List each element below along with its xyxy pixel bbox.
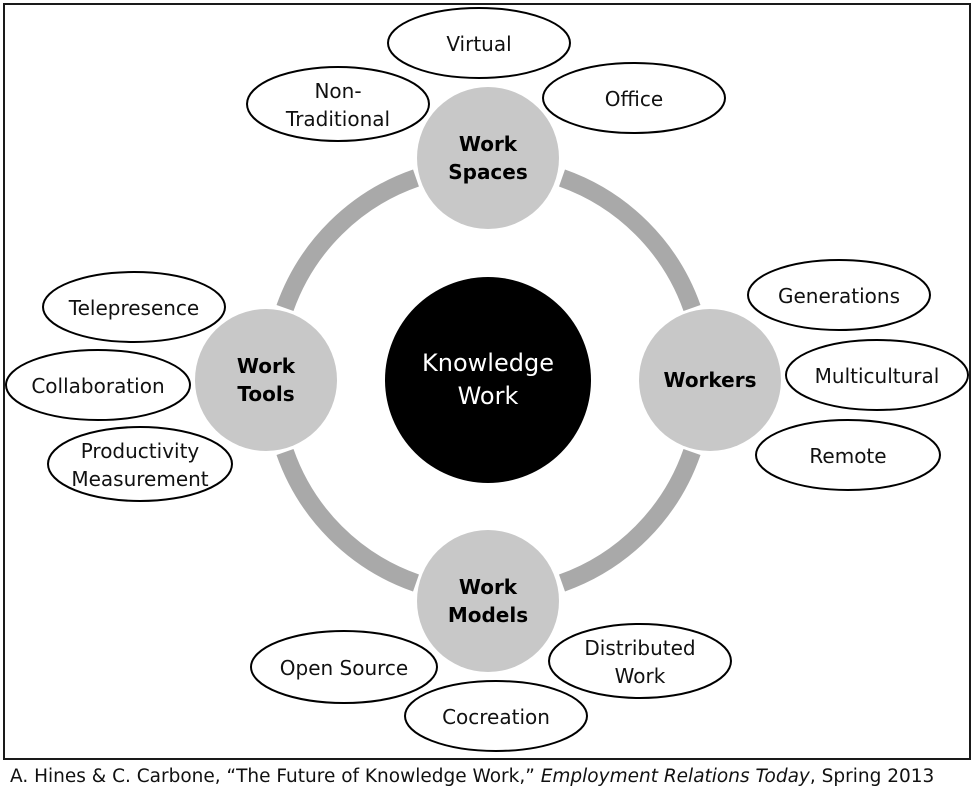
leaf-virtual-label: Virtual	[446, 32, 511, 56]
source-caption: A. Hines & C. Carbone, “The Future of Kn…	[10, 766, 934, 787]
leaf-collaboration: Collaboration	[5, 349, 191, 421]
leaf-collaboration-label: Collaboration	[31, 374, 164, 398]
leaf-distributed-work-line2: Work	[615, 664, 666, 688]
leaf-cocreation: Cocreation	[404, 680, 588, 752]
leaf-open-source: Open Source	[250, 630, 438, 704]
hub-workers: Workers	[639, 309, 781, 451]
hub-work-tools-line1: Work	[237, 354, 296, 378]
ring-arcs	[276, 169, 701, 592]
ring-arc-spaces-workers	[558, 169, 701, 312]
leaf-virtual: Virtual	[387, 7, 571, 79]
hub-work-spaces-line2: Spaces	[448, 160, 528, 184]
hub-work-tools-line2: Tools	[237, 382, 294, 406]
ring-arc-tools-spaces	[276, 169, 420, 312]
hub-work-models: Work Models	[417, 530, 559, 672]
hub-work-models-line1: Work	[459, 575, 518, 599]
ring-arc-models-tools	[276, 448, 420, 592]
leaf-office: Office	[542, 62, 726, 134]
hub-work-spaces: Work Spaces	[417, 87, 559, 229]
caption-authors: A. Hines & C. Carbone, “The Future of Kn…	[10, 766, 541, 787]
ring-arc-workers-models	[558, 448, 701, 592]
hub-workers-line1: Workers	[663, 368, 756, 392]
leaf-productivity-measurement: Productivity Measurement	[47, 426, 233, 502]
leaf-office-label: Office	[605, 87, 663, 111]
center-label-line2: Work	[458, 382, 519, 410]
caption-journal: Employment Relations Today	[540, 766, 810, 787]
leaf-multicultural: Multicultural	[785, 339, 969, 411]
leaf-productivity-measurement-line1: Productivity	[81, 439, 200, 463]
leaf-distributed-work-line1: Distributed	[584, 636, 695, 660]
caption-date: , Spring 2013	[809, 766, 935, 787]
hub-work-models-line2: Models	[448, 603, 528, 627]
center-label-line1: Knowledge	[422, 349, 554, 377]
leaf-open-source-label: Open Source	[280, 656, 408, 680]
leaf-remote-label: Remote	[809, 444, 886, 468]
leaf-non-traditional-line1: Non-	[314, 79, 361, 103]
hub-work-tools: Work Tools	[195, 309, 337, 451]
leaf-generations-label: Generations	[778, 284, 900, 308]
leaf-non-traditional: Non- Traditional	[246, 66, 430, 142]
leaf-non-traditional-line2: Traditional	[285, 107, 390, 131]
leaf-productivity-measurement-line2: Measurement	[71, 467, 208, 491]
leaf-distributed-work: Distributed Work	[548, 623, 732, 699]
leaf-multicultural-label: Multicultural	[815, 364, 940, 388]
leaf-cocreation-label: Cocreation	[442, 705, 550, 729]
leaf-remote: Remote	[755, 419, 941, 491]
hub-work-spaces-line1: Work	[459, 132, 518, 156]
leaf-generations: Generations	[747, 259, 931, 331]
diagram-frame	[3, 3, 971, 760]
center-node: Knowledge Work	[385, 277, 591, 483]
leaf-telepresence: Telepresence	[42, 271, 226, 343]
leaf-telepresence-label: Telepresence	[68, 296, 199, 320]
